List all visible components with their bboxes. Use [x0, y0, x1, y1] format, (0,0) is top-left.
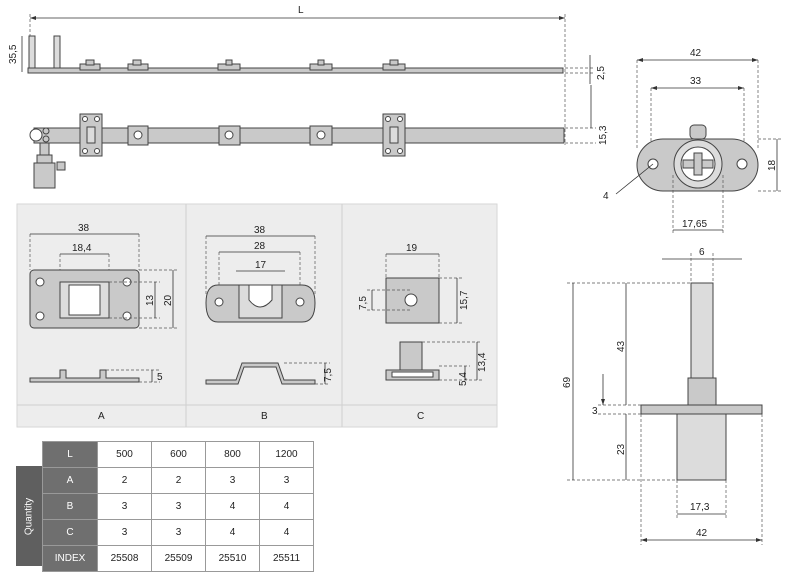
panel-c-dim-54: 5,4 [458, 372, 469, 386]
dim-thickness: 2,5 [596, 66, 607, 80]
panel-c: 19 7,5 15,7 13,4 5,4 C [358, 243, 488, 422]
table-cell: 4 [205, 519, 260, 546]
table-cell: 25508 [97, 545, 152, 572]
lock-side-view: 6 69 43 3 23 17,3 42 [562, 247, 763, 545]
lock-front-view: 42 33 18 4 17,65 [603, 48, 782, 233]
table-header-row: L 500 600 800 1200 [42, 441, 314, 468]
panel-b-dim-17: 17 [255, 260, 267, 271]
panel-b-dim-75: 7,5 [323, 368, 334, 382]
table-cell: 3 [259, 467, 314, 494]
panel-c-dim-19: 19 [406, 243, 418, 254]
table-row: C 3 3 4 4 [42, 519, 314, 546]
dim-body-width: 17,3 [690, 502, 710, 513]
panel-c-label: C [417, 411, 424, 422]
dim-lock-width: 42 [690, 48, 702, 59]
panel-a-dim-38: 38 [78, 223, 90, 234]
dim-shaft-width: 6 [699, 247, 705, 258]
dim-total-height: 69 [562, 376, 573, 388]
table-cell: 2 [151, 467, 206, 494]
table-row-label: B [42, 493, 98, 520]
panel-c-dim-134: 13,4 [477, 352, 488, 372]
rod-top-view: L 35,5 2,5 [8, 5, 607, 145]
dim-body-height: 23 [616, 443, 627, 455]
panel-c-dim-157: 15,7 [459, 290, 470, 310]
quantity-side-label: Quantity [16, 466, 42, 566]
dim-lock-height: 18 [767, 159, 778, 171]
table-header-cell: 1200 [259, 441, 314, 468]
dim-height: 35,5 [8, 44, 19, 64]
quantity-label-text: Quantity [23, 497, 35, 536]
table-cell: 25510 [205, 545, 260, 572]
bracket-panels: 38 18,4 13 20 5 A [16, 203, 498, 428]
panel-a-dim-20: 20 [163, 294, 174, 306]
table-header-cell: 600 [151, 441, 206, 468]
dim-plate-width: 42 [696, 528, 708, 539]
table-row: INDEX 25508 25509 25510 25511 [42, 545, 314, 572]
panel-b-dim-38: 38 [254, 225, 266, 236]
table-cell: 3 [97, 493, 152, 520]
panel-b: 38 28 17 7,5 B [205, 225, 334, 422]
table-cell: 3 [151, 493, 206, 520]
table-row-label: C [42, 519, 98, 546]
dim-hole-spacing: 33 [690, 76, 702, 87]
table-row: A 2 2 3 3 [42, 467, 314, 494]
table-cell: 4 [259, 519, 314, 546]
dim-shaft-length: 43 [616, 340, 627, 352]
rod-front-view: 15,3 [29, 85, 609, 189]
table-header-cell: 800 [205, 441, 260, 468]
table-cell: 4 [205, 493, 260, 520]
table-cell: 3 [151, 519, 206, 546]
panel-a-dim-13: 13 [145, 294, 156, 306]
dim-plate-thickness: 3 [592, 406, 598, 417]
panel-a: 38 18,4 13 20 5 A [29, 223, 178, 422]
table-cell: 3 [205, 467, 260, 494]
table-cell: 25509 [151, 545, 206, 572]
table-header-cell: L [42, 441, 98, 468]
dim-L: L [298, 5, 304, 16]
table-header-cell: 500 [97, 441, 152, 468]
panel-a-label: A [98, 411, 105, 422]
panel-c-dim-75: 7,5 [358, 296, 369, 310]
table-row: B 3 3 4 4 [42, 493, 314, 520]
panel-a-dim-5: 5 [157, 372, 163, 383]
panel-b-label: B [261, 411, 268, 422]
table-row-label: A [42, 467, 98, 494]
table-row-label: INDEX [42, 545, 98, 572]
table-cell: 2 [97, 467, 152, 494]
dim-width: 15,3 [598, 125, 609, 145]
table-cell: 3 [97, 519, 152, 546]
dim-cylinder-dia: 17,65 [682, 219, 707, 230]
quantity-table: L 500 600 800 1200 A 2 2 3 3 B 3 3 4 4 C… [42, 441, 314, 572]
panel-b-dim-28: 28 [254, 241, 266, 252]
table-cell: 4 [259, 493, 314, 520]
panel-a-dim-184: 18,4 [72, 243, 92, 254]
dim-hole-dia: 4 [603, 191, 609, 202]
table-cell: 25511 [259, 545, 314, 572]
